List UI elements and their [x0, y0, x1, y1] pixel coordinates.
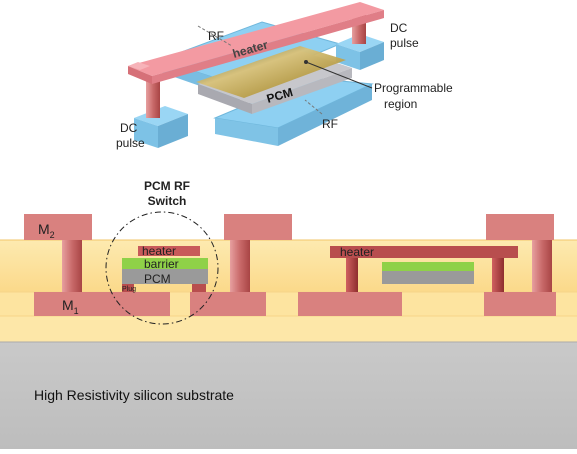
pcm-rf-switch-title-line1: PCM RF: [144, 179, 190, 193]
heater-label-right: heater: [340, 245, 374, 259]
via-right: [532, 240, 552, 292]
dc-pad-left-side: [158, 114, 188, 148]
dc-pulse-left-line2: pulse: [116, 136, 145, 150]
dc-pulse-right-line1: DC: [390, 21, 408, 35]
rf-line-bottom-side: [215, 118, 278, 146]
heater-pillar-left: [146, 78, 160, 118]
heater-label-left: heater: [142, 244, 176, 258]
dielectric-lower: [0, 316, 577, 342]
substrate-label: High Resistivity silicon substrate: [34, 387, 234, 403]
m1-segment-3: [298, 292, 402, 316]
dc-pulse-right-line2: pulse: [390, 36, 419, 50]
switch-3d-illustration: heater PCM RF RF DC pulse DC pulse Progr…: [116, 2, 453, 150]
dc-pad-left-top: [134, 106, 188, 126]
m2-pad-center: [224, 214, 292, 240]
programmable-region-pointer: [305, 61, 373, 89]
silicon-substrate: [0, 342, 577, 449]
dc-pad-right-side: [360, 42, 384, 70]
m1-segment-4: [484, 292, 556, 316]
heater-cap-left: [128, 62, 150, 70]
pcm-right: [382, 271, 474, 284]
heater-bridge-top: [128, 2, 384, 76]
plug-right: [192, 284, 206, 292]
m2-label: M2: [38, 221, 55, 240]
switch-highlight-circle: [105, 211, 219, 325]
m2-pad-right: [486, 214, 554, 240]
heater-layer-left: [138, 246, 200, 256]
rf-top-label: RF: [208, 29, 224, 43]
barrier-label: barrier: [144, 257, 179, 271]
via-left: [62, 240, 82, 292]
plug-left: [122, 284, 134, 292]
m1-segment-2: [190, 292, 266, 316]
rf-line-bottom-front: [278, 84, 372, 146]
pcm-block-front: [198, 84, 252, 114]
dc-pad-left-front: [134, 118, 158, 148]
programmable-label-line1: Programmable: [374, 81, 453, 95]
barrier-layer: [122, 258, 208, 269]
heater-layer-right: [330, 246, 518, 258]
pcm-block-side: [252, 68, 352, 114]
pcm-layer: [122, 269, 208, 284]
programmable-label-line2: region: [384, 97, 417, 111]
heater-post-right: [492, 258, 504, 292]
pcm-label: PCM: [144, 272, 171, 286]
dc-pad-right-front: [336, 44, 360, 70]
m2-pad-left: [24, 214, 92, 240]
programmable-region-pointer-dot: [304, 60, 308, 64]
heater-post-left: [346, 258, 358, 292]
programmable-region: [196, 46, 346, 98]
m1-label: M1: [62, 297, 79, 316]
heater-bridge-front: [128, 66, 152, 84]
rf-guide-bottom: [304, 99, 323, 115]
pcm-rf-switch-title-line2: Switch: [148, 194, 187, 208]
via-center: [230, 240, 250, 292]
barrier-right: [382, 262, 474, 271]
m1-segment-1: [34, 292, 170, 316]
dc-pulse-left-line1: DC: [120, 121, 138, 135]
cross-section: M2 M1 heater barrier PCM Plug heater Hig…: [0, 211, 577, 449]
heater-bridge-side: [152, 10, 384, 84]
rf-guide-top: [197, 25, 233, 47]
rf-bottom-label: RF: [322, 117, 338, 131]
plug-label: Plug: [122, 286, 136, 293]
